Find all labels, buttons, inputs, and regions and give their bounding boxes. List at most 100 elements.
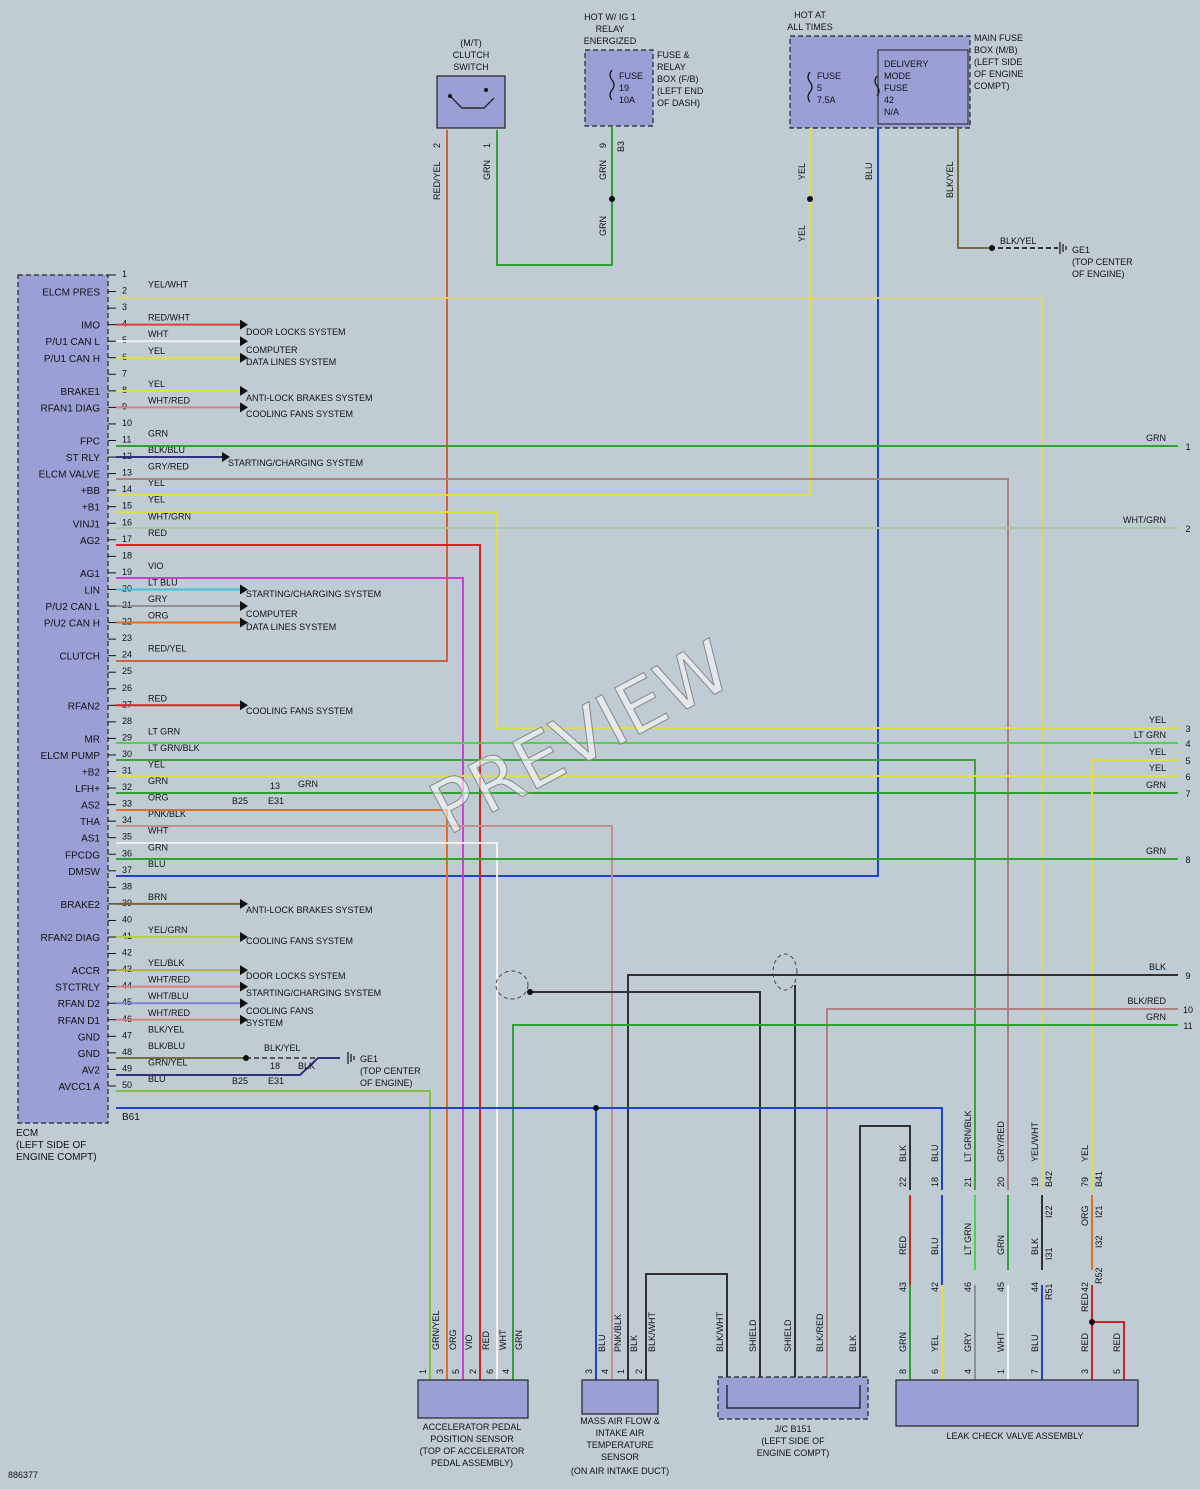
sys-abs-2[interactable]: ANTI-LOCK BRAKES SYSTEM bbox=[246, 905, 373, 915]
splice-dot-3 bbox=[989, 245, 995, 251]
sys-abs-1[interactable]: ANTI-LOCK BRAKES SYSTEM bbox=[246, 393, 373, 403]
sys-door-locks-1[interactable]: DOOR LOCKS SYSTEM bbox=[246, 327, 346, 337]
pin-function: AV2 bbox=[82, 1065, 101, 1076]
pin-wire-color: WHT/BLU bbox=[148, 991, 189, 1001]
splice-dot-6 bbox=[1089, 1319, 1095, 1325]
pin-number: 37 bbox=[122, 865, 132, 875]
leak-lower-wire: WHT bbox=[996, 1331, 1006, 1352]
jc-label-1: J/C B151 bbox=[774, 1424, 811, 1434]
pin-number: 50 bbox=[122, 1080, 132, 1090]
ground-symbol-top bbox=[1059, 242, 1067, 254]
pin-number: 38 bbox=[122, 881, 132, 891]
preview-watermark: PREVIEW bbox=[417, 624, 744, 851]
leak-mid-pin: 44 bbox=[1030, 1282, 1040, 1292]
right-terminal-4: 4LT GRN bbox=[1134, 730, 1191, 749]
sys-starting-2[interactable]: STARTING/CHARGING SYSTEM bbox=[246, 589, 381, 599]
pin-wire-color: BLU bbox=[148, 859, 166, 869]
pin-function: THA bbox=[80, 817, 100, 828]
sys-cooling-4a[interactable]: COOLING FANS bbox=[246, 1006, 314, 1016]
wire-elcm-pump bbox=[116, 759, 976, 1190]
leak-mid-wire: BLK bbox=[1030, 1238, 1040, 1255]
sys-door-locks-2[interactable]: DOOR LOCKS SYSTEM bbox=[246, 971, 346, 981]
sys-cooling-1[interactable]: COOLING FANS SYSTEM bbox=[246, 409, 353, 419]
jc-label-2: (LEFT SIDE OF bbox=[761, 1436, 825, 1446]
fuse19-wire-grn-2: GRN bbox=[598, 216, 608, 236]
pin-function: +B2 bbox=[82, 768, 101, 779]
clutch-contact-1 bbox=[448, 94, 452, 98]
sys-computer-1b[interactable]: DATA LINES SYSTEM bbox=[246, 357, 336, 367]
leak-mid-wire: BLU bbox=[930, 1237, 940, 1255]
fuse42-label-2: MODE bbox=[884, 71, 911, 81]
fb-fuse-box bbox=[584, 49, 654, 127]
pin-wire-color: RED bbox=[148, 528, 168, 538]
sys-computer-2a[interactable]: COMPUTER bbox=[246, 609, 298, 619]
sys-computer-2b[interactable]: DATA LINES SYSTEM bbox=[246, 622, 336, 632]
shield-accel bbox=[495, 970, 529, 1000]
pin-wire-color: BRN bbox=[148, 892, 167, 902]
sys-computer-1a[interactable]: COMPUTER bbox=[246, 345, 298, 355]
component-pin-labels: 1GRN/YEL3ORG5VIO2RED6WHT4GRN3BLU4PNK/BLK… bbox=[418, 1110, 1122, 1374]
leak-lower-pin: 1 bbox=[996, 1369, 1006, 1374]
leak-lower-pin: 6 bbox=[930, 1369, 940, 1374]
pin-function: RFAN1 DIAG bbox=[41, 403, 101, 414]
wire-dmsw-blu bbox=[116, 128, 879, 877]
pin-function: ELCM PUMP bbox=[41, 751, 101, 762]
maf-wire: PNK/BLK bbox=[613, 1314, 623, 1352]
wire-b1 bbox=[116, 511, 1178, 729]
sys-cooling-3[interactable]: COOLING FANS SYSTEM bbox=[246, 936, 353, 946]
arrow-icon bbox=[240, 1014, 248, 1025]
splice-blkyel: BLK/YEL bbox=[264, 1043, 301, 1053]
arrow-icon bbox=[240, 932, 248, 942]
sys-starting-1[interactable]: STARTING/CHARGING SYSTEM bbox=[228, 458, 363, 468]
pin-wire-color: LT GRN/BLK bbox=[148, 743, 200, 753]
leak-upper-pin: 22 bbox=[898, 1177, 908, 1187]
leak-upper-wire: GRY/RED bbox=[996, 1121, 1006, 1162]
splice-grn: GRN bbox=[298, 779, 318, 789]
sys-cooling-4b[interactable]: SYSTEM bbox=[246, 1018, 283, 1028]
sys-cooling-2[interactable]: COOLING FANS SYSTEM bbox=[246, 706, 353, 716]
terminal-wire-color: GRN bbox=[1146, 433, 1166, 443]
pin-number: 14 bbox=[122, 484, 132, 494]
ground-wire-label: BLK/YEL bbox=[1000, 236, 1037, 246]
leak-upper-wire: YEL/WHT bbox=[1030, 1121, 1040, 1162]
wire-leak-blk bbox=[859, 1125, 911, 1380]
ground-wire-blkyel: BLK/YEL bbox=[945, 161, 955, 198]
pin-wire-color: YEL bbox=[148, 495, 165, 505]
pin-function: RFAN2 bbox=[68, 701, 101, 712]
pin-function: BRAKE1 bbox=[61, 387, 101, 398]
leak-lower-wire: RED bbox=[1112, 1332, 1122, 1352]
pin-number: 28 bbox=[122, 716, 132, 726]
fb-label-2: RELAY bbox=[657, 62, 686, 72]
leak-upper-wire: BLU bbox=[930, 1144, 940, 1162]
pin-wire-color: YEL bbox=[148, 346, 165, 356]
pin-number: 42 bbox=[122, 948, 132, 958]
leak-conn-mid: R52 bbox=[1094, 1267, 1104, 1284]
fuse19-label-1: FUSE bbox=[619, 71, 643, 81]
splice-dot-4 bbox=[527, 989, 533, 995]
leak-upper-wire: YEL bbox=[1080, 1145, 1090, 1162]
leak-conn-mid: I31 bbox=[1044, 1247, 1054, 1260]
leak-lower-wire: YEL bbox=[930, 1335, 940, 1352]
sys-starting-3[interactable]: STARTING/CHARGING SYSTEM bbox=[246, 988, 381, 998]
fuse42-wire-blu: BLU bbox=[864, 162, 874, 180]
clutch-pin-2: 2 bbox=[432, 143, 442, 148]
pin-function: FPCDG bbox=[65, 850, 100, 861]
wire-ag1 bbox=[116, 577, 464, 1380]
fuse19-pin-9: 9 bbox=[598, 143, 608, 148]
pin-function: IMO bbox=[81, 321, 100, 332]
pin-wire-color: YEL bbox=[148, 478, 165, 488]
pin-wire-color: YEL/GRN bbox=[148, 925, 188, 935]
ecm-pin-40: 40 bbox=[108, 914, 132, 924]
